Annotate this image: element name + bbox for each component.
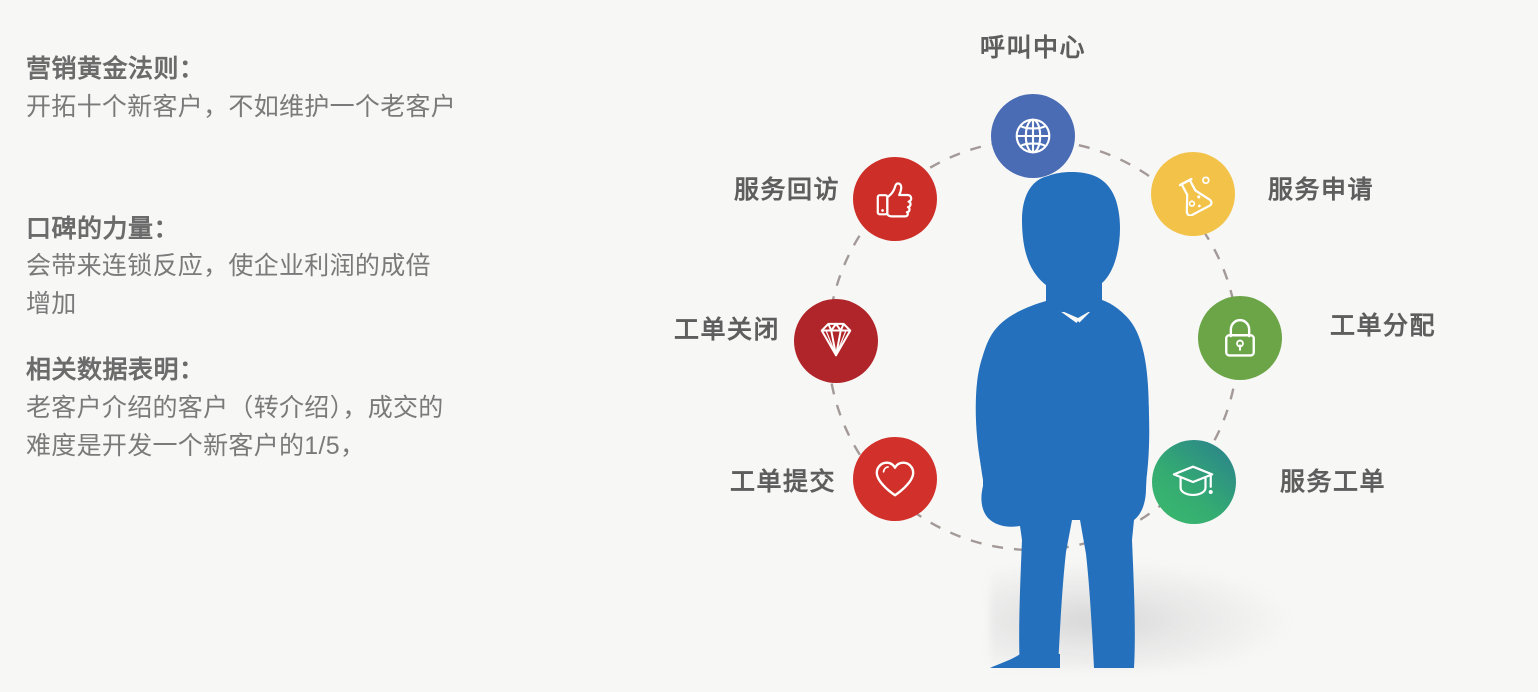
- node-ticket-close[interactable]: [794, 299, 878, 383]
- text-block-word-of-mouth: 口碑的力量： 会带来连锁反应，使企业利润的成倍 增加: [26, 212, 626, 324]
- node-ticket-assign[interactable]: [1198, 296, 1282, 380]
- node-service-ticket[interactable]: [1152, 440, 1236, 524]
- text-block-line: 难度是开发一个新客户的1/5，: [26, 431, 366, 460]
- text-block-line: 会带来连锁反应，使企业利润的成倍: [26, 252, 431, 280]
- graduation-cap-icon: [1172, 465, 1214, 497]
- node-service-request[interactable]: [1151, 152, 1235, 236]
- lock-icon: [1225, 318, 1255, 357]
- node-label-service-request: 服务申请: [1268, 176, 1375, 204]
- node-label-ticket-close: 工单关闭: [673, 316, 780, 344]
- diamond-icon: [820, 322, 852, 357]
- text-block-data-shows: 相关数据表明： 老客户介绍的客户（转介绍），成交的 难度是开发一个新客户的1/5…: [26, 353, 626, 465]
- node-label-ticket-assign: 工单分配: [1330, 312, 1437, 340]
- text-panel: 营销黄金法则： 开拓十个新客户，不如维护一个老客户 口碑的力量： 会带来连锁反应…: [26, 52, 626, 509]
- node-ticket-submit[interactable]: [853, 437, 937, 521]
- text-block-line: 开拓十个新客户，不如维护一个老客户: [26, 92, 457, 121]
- thumbs-up-icon: [876, 182, 913, 218]
- node-call-center[interactable]: [991, 94, 1075, 178]
- flask-icon: [1178, 176, 1213, 216]
- globe-icon: [1015, 118, 1051, 154]
- circular-process-diagram: 呼叫中心 服务申请 工单分配: [620, 0, 1538, 692]
- text-block-marketing-rule: 营销黄金法则： 开拓十个新客户，不如维护一个老客户: [26, 52, 626, 126]
- node-label-service-followup: 服务回访: [733, 176, 840, 204]
- text-block-line: 老客户介绍的客户（转介绍），成交的: [26, 393, 444, 422]
- node-label-call-center: 呼叫中心: [979, 34, 1086, 62]
- heart-icon: [875, 461, 915, 497]
- node-label-ticket-submit: 工单提交: [729, 468, 836, 496]
- text-block-heading: 口碑的力量：: [26, 214, 180, 243]
- text-block-line: 增加: [26, 290, 77, 318]
- node-service-followup[interactable]: [853, 157, 937, 241]
- text-block-heading: 营销黄金法则：: [26, 55, 205, 83]
- text-block-heading: 相关数据表明：: [26, 356, 205, 384]
- node-label-service-ticket: 服务工单: [1280, 468, 1387, 496]
- businessman-silhouette: [975, 172, 1150, 668]
